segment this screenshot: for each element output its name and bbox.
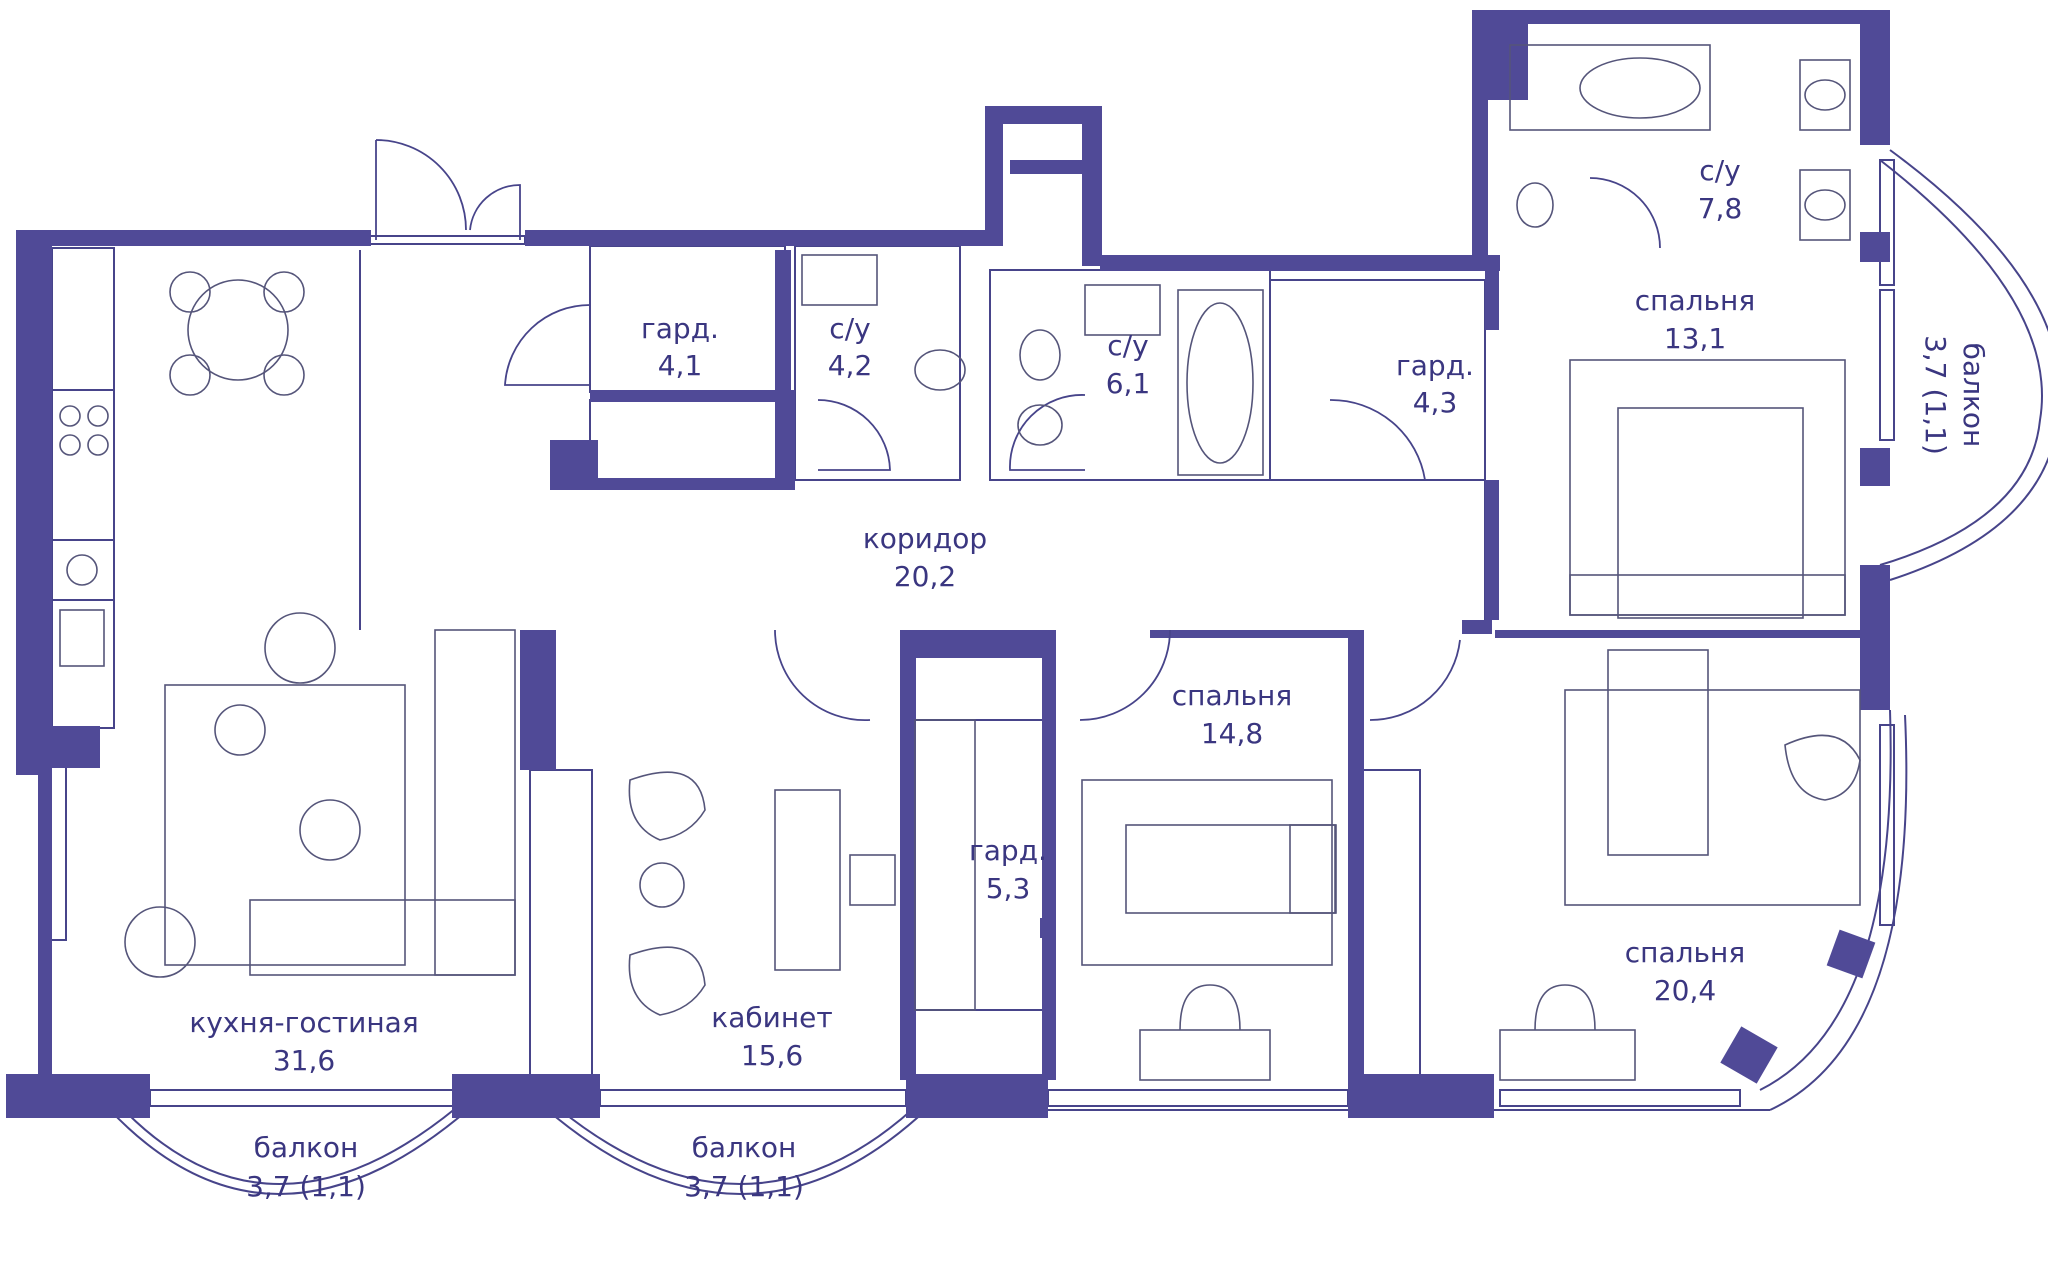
label-wardrobe-3-area: 5,3 [986,872,1031,905]
room-labels: кухня-гостиная 31,6 коридор 20,2 гард. 4… [189,154,1990,1203]
label-balcony-left-area: 3,7 (1,1) [246,1170,366,1203]
label-wardrobe-2-area: 4,3 [1413,386,1458,419]
label-bedroom-1-name: спальня [1635,284,1755,317]
label-balcony-mid-area: 3,7 (1,1) [684,1170,804,1203]
label-bathroom-3-area: 7,8 [1698,192,1743,225]
label-balcony-left-name: балкон [254,1131,359,1164]
walls [6,10,1890,1118]
label-bedroom-1-area: 13,1 [1664,322,1726,355]
label-bathroom-2-area: 6,1 [1106,367,1151,400]
label-wardrobe-2-name: гард. [1396,349,1474,382]
furniture [59,44,1861,1081]
label-bathroom-2-name: с/у [1107,329,1148,362]
label-office-name: кабинет [711,1001,832,1034]
label-kitchen-living-area: 31,6 [273,1044,335,1077]
label-wardrobe-1-area: 4,1 [658,349,703,382]
label-corridor-area: 20,2 [894,560,956,593]
label-balcony-right-area: 3,7 (1,1) [1919,335,1952,455]
label-bedroom-2-name: спальня [1172,679,1292,712]
label-balcony-right-name: балкон [1957,343,1990,448]
label-bathroom-1-area: 4,2 [828,349,873,382]
doors [375,139,1661,721]
label-bathroom-1-name: с/у [829,312,870,345]
label-bedroom-3-area: 20,4 [1654,974,1716,1007]
label-wardrobe-3-name: гард. [969,834,1047,867]
label-corridor-name: коридор [863,522,987,555]
label-bedroom-2-area: 14,8 [1201,717,1263,750]
label-wardrobe-1-name: гард. [641,312,719,345]
label-bathroom-3-name: с/у [1699,154,1740,187]
label-balcony-mid-name: балкон [692,1131,797,1164]
label-office-area: 15,6 [741,1039,803,1072]
label-bedroom-3-name: спальня [1625,936,1745,969]
label-kitchen-living-name: кухня-гостиная [189,1006,418,1039]
